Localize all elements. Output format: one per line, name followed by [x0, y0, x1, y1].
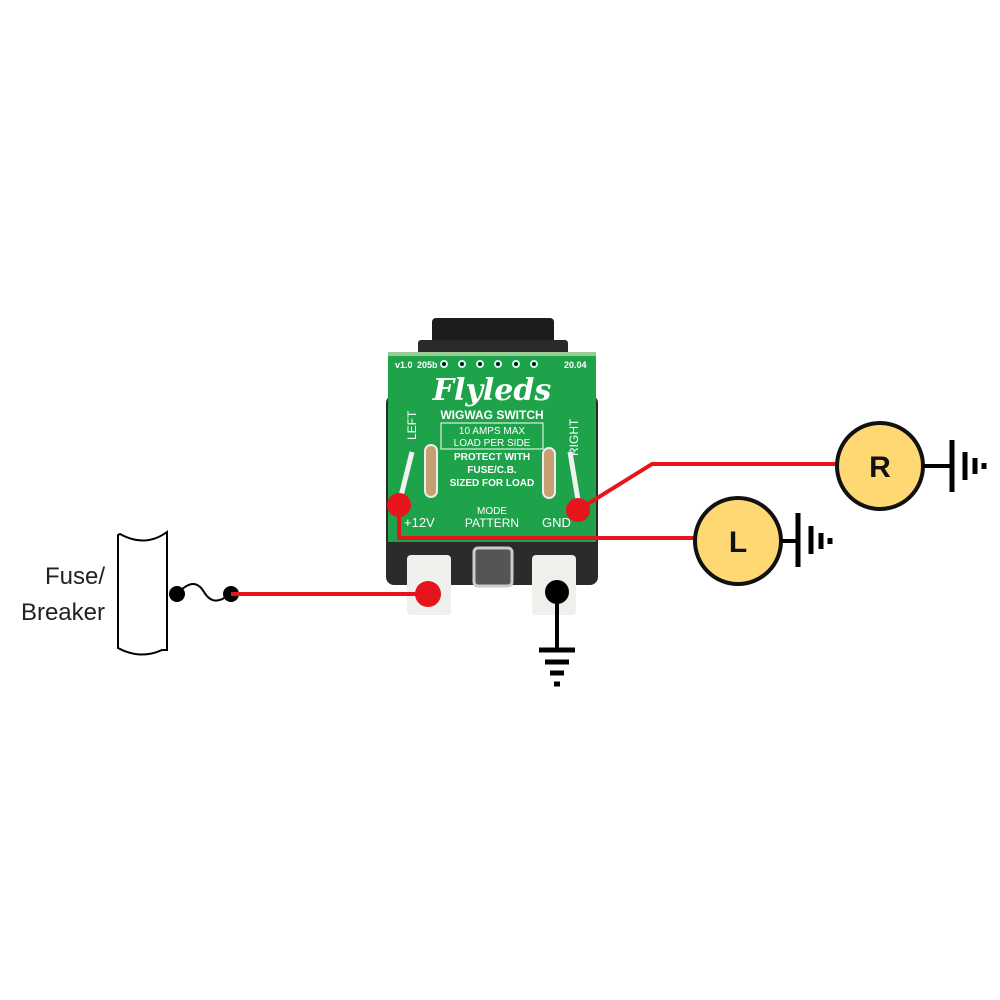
- wire-right-output: [576, 462, 838, 512]
- fuse-link: [176, 583, 231, 602]
- rating-line2: LOAD PER SIDE: [454, 438, 531, 449]
- rating-box: [440, 422, 544, 450]
- pcb-code: 205b: [417, 360, 438, 370]
- lamp-left-label: L: [729, 526, 747, 559]
- side-right-label: RIGHT: [567, 418, 581, 456]
- right-indicator: [542, 447, 556, 499]
- left-output-node: [387, 493, 411, 517]
- fuse-label-line1: Fuse/: [45, 563, 105, 590]
- mode-label: MODE: [477, 506, 507, 517]
- fuse-terminal-a: [169, 586, 185, 602]
- switch-pcb: [388, 352, 596, 542]
- switch-title: WIGWAG SWITCH: [440, 408, 543, 422]
- gnd-label: GND: [542, 515, 571, 530]
- left-indicator: [424, 444, 438, 498]
- note-line1: PROTECT WITH: [454, 452, 530, 463]
- plus12v-label: +12V: [404, 515, 435, 530]
- note-line3: SIZED FOR LOAD: [450, 478, 534, 489]
- rating-line1: 10 AMPS MAX: [459, 426, 525, 437]
- ground-symbol-main: [539, 592, 575, 687]
- pcb-version: v1.0: [395, 360, 413, 370]
- brand-logo: Flyleds: [432, 373, 552, 408]
- fuse-breaker-symbol: [117, 530, 168, 656]
- ground-symbol-right: [923, 440, 987, 492]
- fuse-label-line2: Breaker: [21, 599, 105, 626]
- left-lead: [397, 451, 415, 501]
- mode-pattern-button[interactable]: [472, 546, 514, 588]
- pcb-date: 20.04: [564, 360, 587, 370]
- note-line2: FUSE/C.B.: [467, 465, 517, 476]
- ground-symbol-left: [781, 513, 833, 567]
- header-pins: [440, 360, 538, 368]
- pattern-label: PATTERN: [465, 516, 519, 530]
- lamp-right-label: R: [869, 451, 891, 484]
- right-output-node: [566, 498, 590, 522]
- side-left-label: LEFT: [405, 410, 419, 440]
- right-lead: [567, 451, 581, 501]
- plus12v-node: [415, 581, 441, 607]
